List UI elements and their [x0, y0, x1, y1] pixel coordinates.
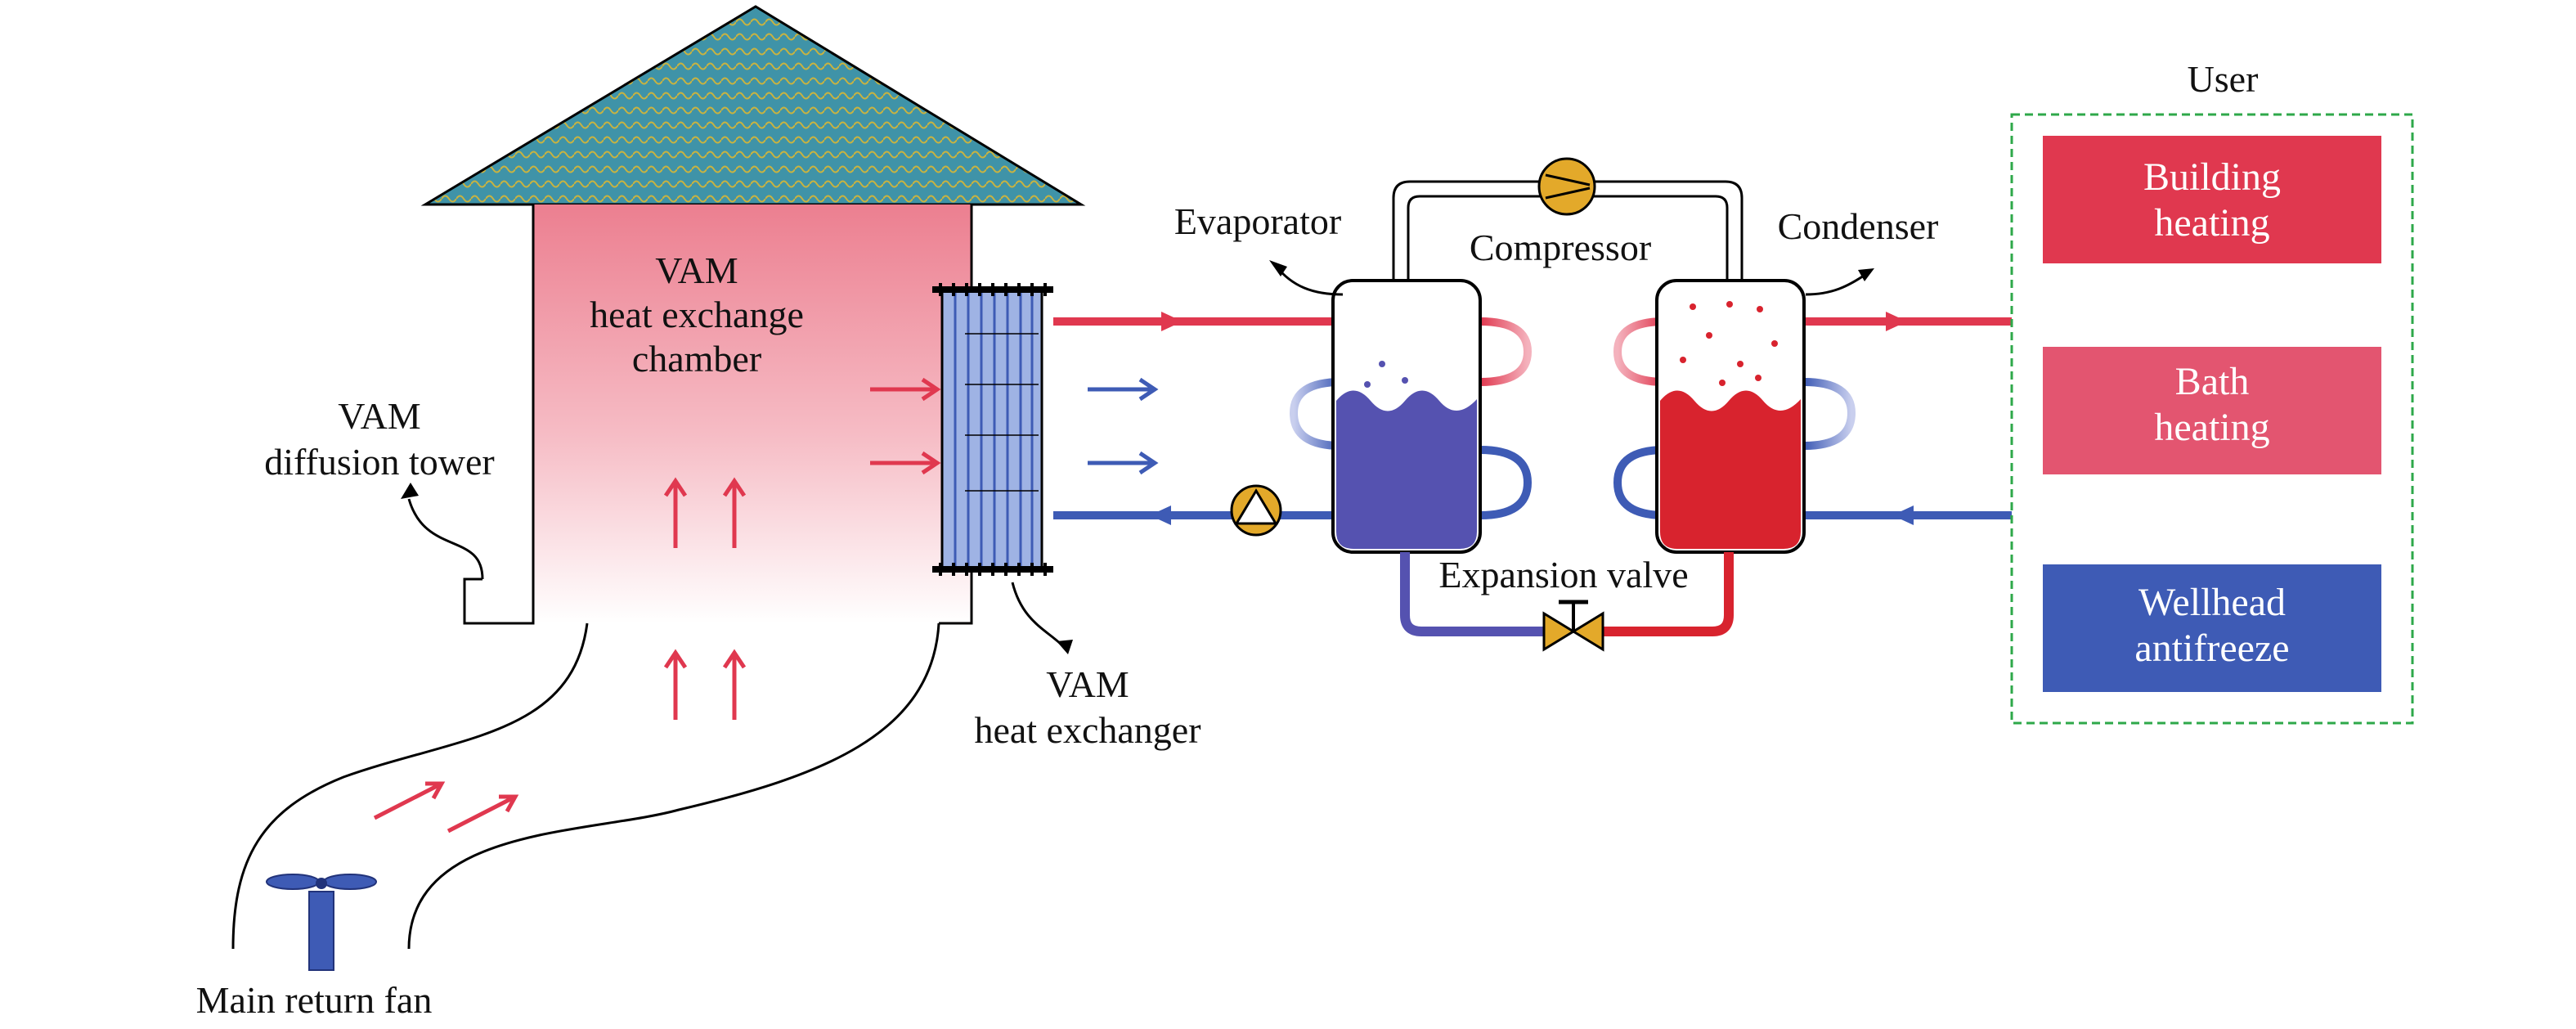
main-return-fan-label: Main return fan: [196, 979, 433, 1021]
vam-tower-label-line1: VAM: [338, 395, 420, 437]
user-panel: [2010, 113, 2414, 725]
evaporator-coils: [1289, 317, 1533, 519]
compressor: [1537, 157, 1596, 216]
bath-heating-label-line1: Bath: [2175, 360, 2250, 403]
user-panel-border: [2010, 113, 2414, 725]
vam-exchanger-label-line1: VAM: [1046, 663, 1129, 705]
evaporator-label: Evaporator: [1174, 200, 1341, 242]
bath-heating-label-line2: heating: [2154, 406, 2269, 449]
wellhead-antifreeze-label-line1: Wellhead: [2138, 581, 2286, 624]
vam-building: [231, 5, 1086, 950]
evaporator: [1331, 279, 1482, 554]
condenser: [1655, 279, 1806, 554]
wellhead-antifreeze-box: [2043, 564, 2381, 692]
text-labels: User Building heating Bath heating Wellh…: [196, 58, 2290, 1021]
wellhead-antifreeze-label-line2: antifreeze: [2134, 627, 2289, 670]
building-heating-label-line1: Building: [2143, 155, 2281, 199]
condenser-coils: [1613, 317, 1856, 519]
vam-exchanger-label-line2: heat exchanger: [974, 709, 1200, 751]
source-side-pipes: [1053, 312, 1480, 537]
vam-chamber-label-line1: VAM: [655, 249, 738, 291]
condenser-label: Condenser: [1778, 205, 1939, 247]
cold-flow-arrows: [1088, 377, 1159, 475]
expansion-valve: [1542, 600, 1604, 652]
airflow-arrows: [373, 377, 941, 834]
bath-heating-box: [2043, 347, 2381, 474]
building-heating-label-line2: heating: [2154, 201, 2269, 245]
building-roof: [420, 5, 1086, 206]
expansion-line: [1400, 552, 1734, 636]
vam-heat-exchanger: [932, 283, 1053, 576]
expansion-valve-label: Expansion valve: [1438, 554, 1688, 595]
vam-chamber-label-line2: heat exchange: [590, 294, 804, 335]
building-heating-box: [2043, 136, 2381, 263]
vam-heat-exchange-chamber: [533, 204, 972, 623]
circulation-pump: [1230, 484, 1282, 537]
vam-chamber-label-line3: chamber: [632, 338, 761, 380]
main-return-fan-icon: [266, 874, 377, 971]
compressor-label: Compressor: [1470, 227, 1651, 268]
vam-tower-label-line2: diffusion tower: [264, 441, 495, 483]
user-title: User: [2188, 58, 2259, 100]
